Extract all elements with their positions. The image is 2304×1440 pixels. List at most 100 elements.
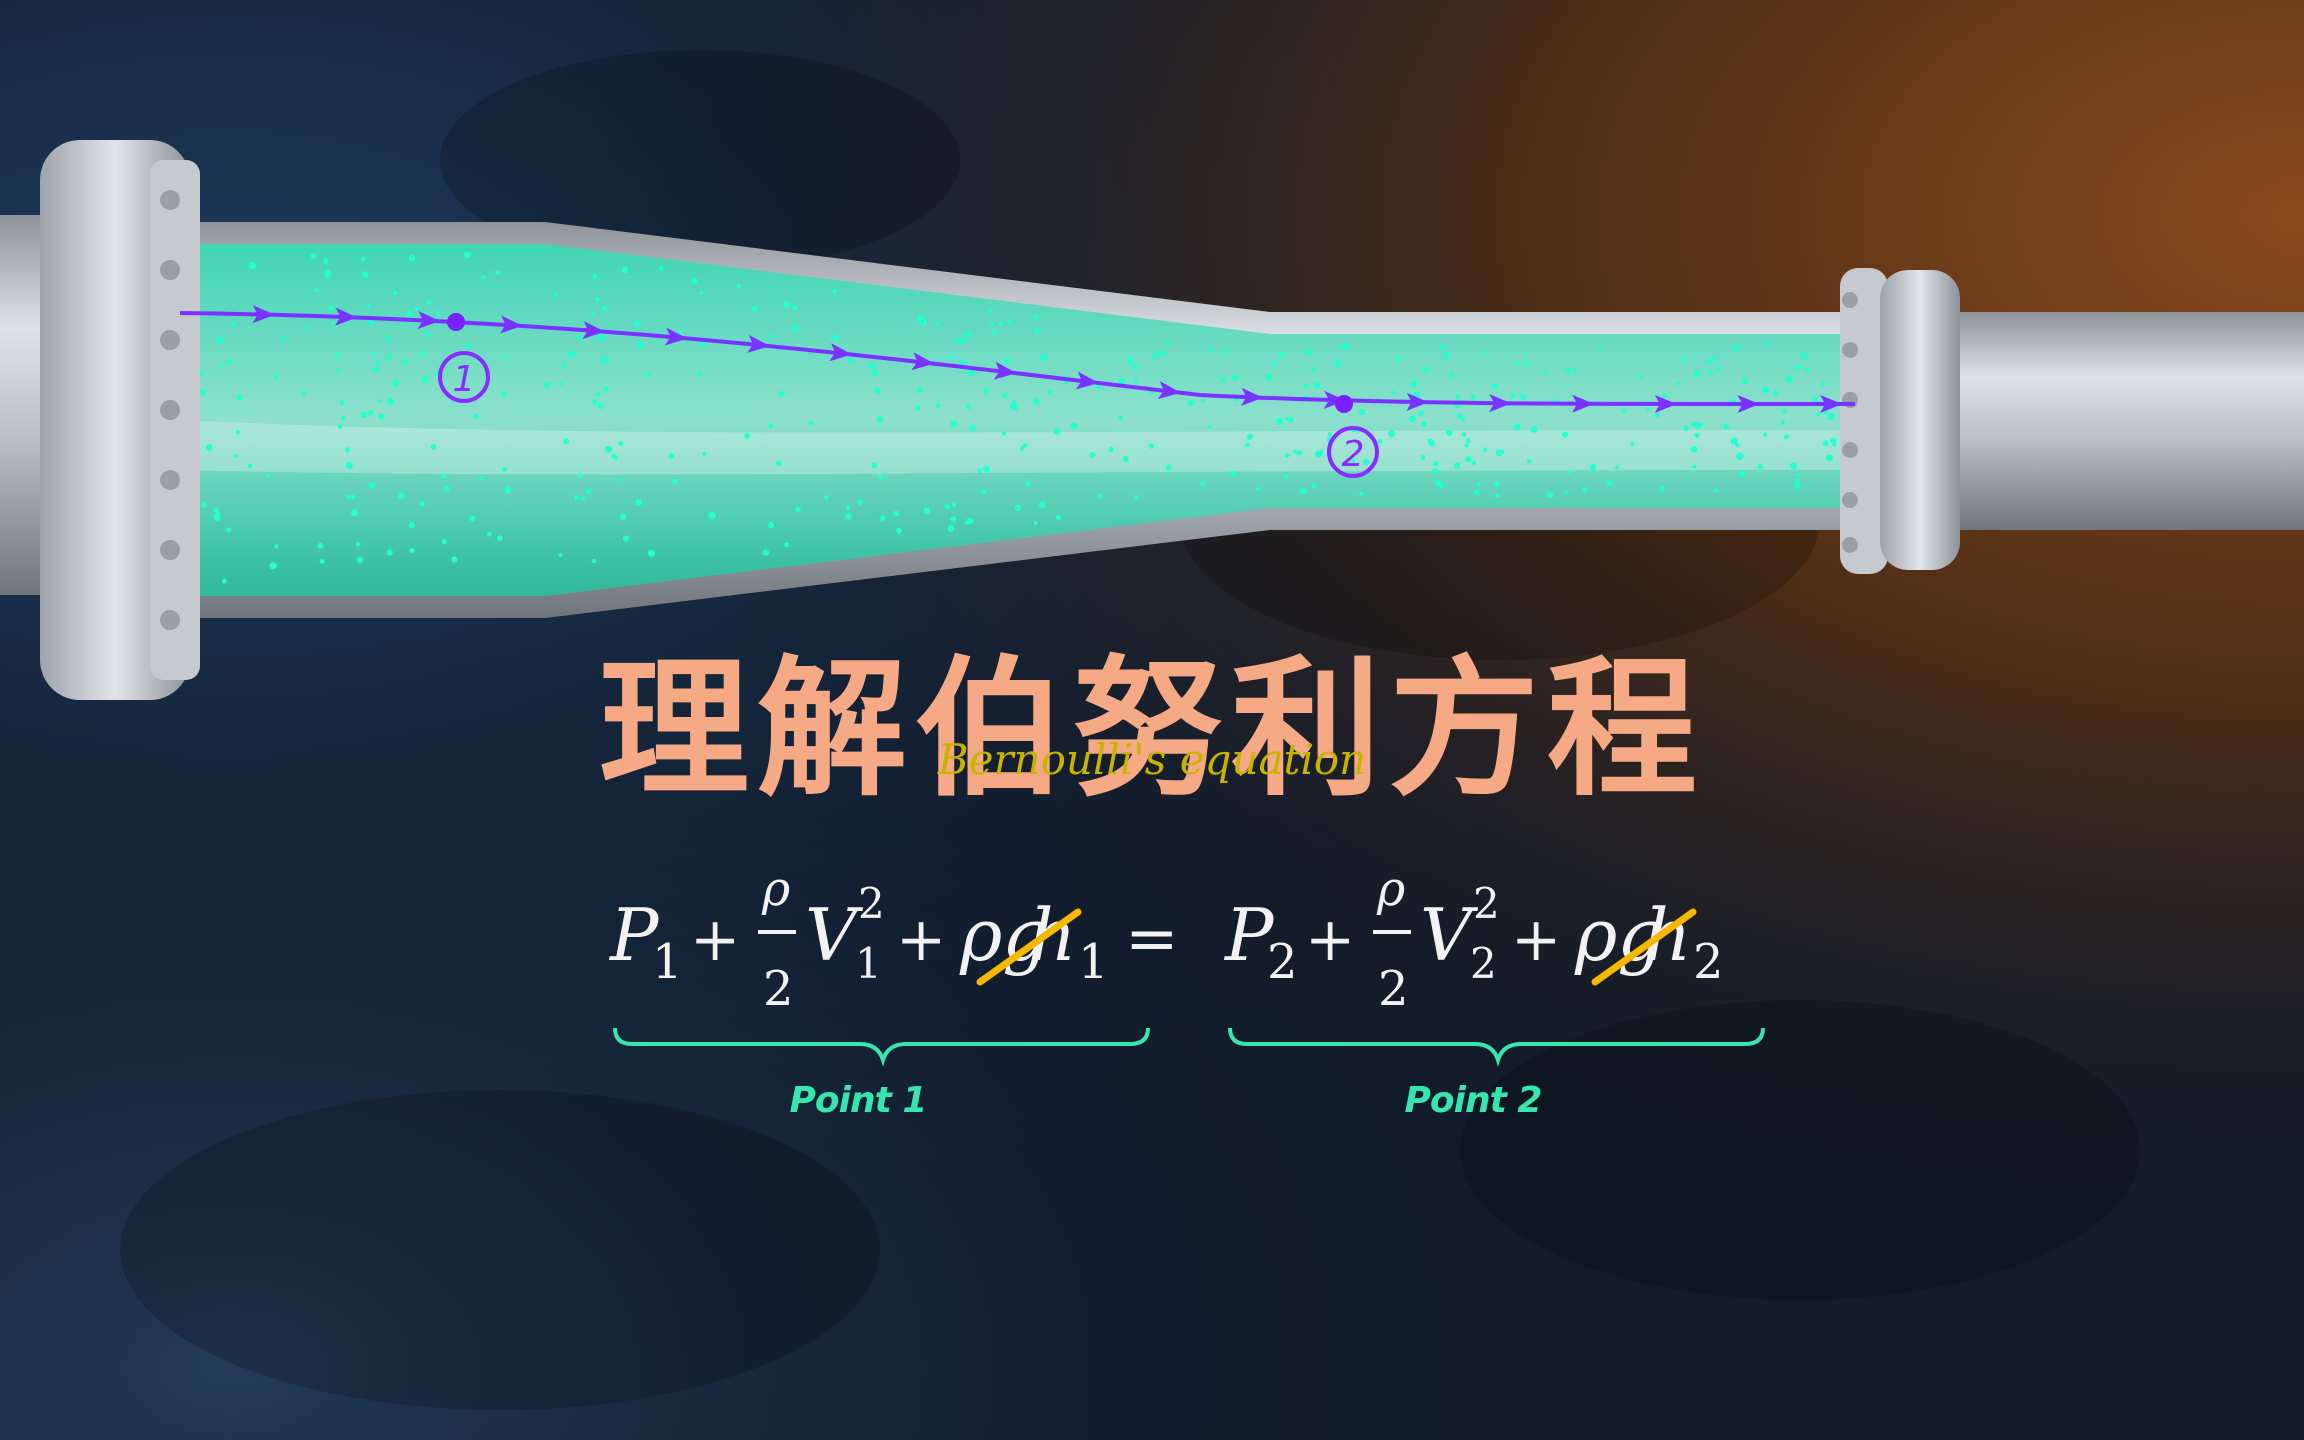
fluid-particle: [345, 461, 353, 469]
fluid-particle: [408, 255, 416, 262]
fluid-particle: [248, 262, 256, 270]
fluid-particle: [558, 553, 563, 558]
fluid-particle: [333, 352, 340, 358]
fluid-particle: [792, 304, 798, 311]
fluid-particle: [1692, 464, 1697, 469]
fluid-particle: [1543, 370, 1548, 375]
fluid-particle: [874, 387, 881, 395]
eq-right-P-sub: 2: [1267, 934, 1298, 990]
fluid-particle: [1340, 344, 1347, 350]
fluid-particle: [577, 473, 583, 478]
fluid-particle: [1461, 432, 1467, 437]
fluid-particle: [1655, 413, 1660, 418]
fluid-particle: [1230, 470, 1237, 477]
fluid-particle: [795, 506, 801, 512]
fluid-particle: [778, 390, 786, 397]
fluid-particle: [1420, 455, 1426, 460]
fluid-particle: [868, 362, 876, 370]
fluid-particle: [409, 548, 415, 553]
fluid-particle: [481, 275, 486, 280]
fluid-particle: [1151, 353, 1158, 359]
streamline-arrow: [417, 311, 440, 330]
fluid-particle: [387, 398, 394, 405]
fluid-particle: [385, 335, 391, 342]
fluid-particle: [768, 333, 774, 339]
point-1-marker: [438, 351, 490, 403]
fluid-particle: [1200, 398, 1205, 403]
fluid-particle: [317, 542, 324, 549]
fluid-particle: [969, 425, 976, 432]
fluid-particle: [1811, 396, 1819, 403]
fluid-particle: [1299, 487, 1307, 495]
fluid-particle: [576, 335, 583, 341]
streamline-arrow: [1323, 390, 1346, 409]
fluid-particle: [1738, 470, 1746, 478]
fluid-particle: [1683, 425, 1689, 432]
fluid-particle: [1358, 408, 1366, 416]
fluid-particle: [1148, 443, 1155, 449]
fluid-particle: [430, 444, 437, 450]
fluid-particle: [1003, 358, 1010, 364]
fluid-particle: [832, 289, 837, 294]
fluid-particle: [1055, 514, 1061, 520]
fluid-particle: [1327, 432, 1332, 437]
fluid-particle: [603, 386, 609, 392]
fluid-particle: [1730, 437, 1738, 445]
eq-plus: +: [896, 905, 946, 975]
fluid-particle: [1025, 481, 1032, 487]
fluid-particle: [1456, 413, 1463, 419]
fluid-particle: [1465, 456, 1472, 463]
fluid-particle: [377, 398, 382, 403]
fluid-particle: [464, 251, 471, 259]
fluid-particle: [950, 420, 958, 428]
fluid-particle: [1165, 464, 1172, 471]
fluid-particle: [266, 473, 271, 479]
fluid-particle: [1589, 464, 1597, 471]
fluid-particle: [955, 338, 961, 344]
fluid-particle: [274, 544, 279, 549]
fluid-particle: [1449, 372, 1455, 378]
fluid-particle: [1723, 423, 1730, 430]
fluid-particle: [1439, 344, 1446, 350]
fluid-particle: [345, 495, 351, 500]
fluid-particle: [998, 321, 1004, 327]
fluid-particle: [672, 478, 679, 485]
fluid-particle: [553, 292, 559, 297]
fluid-particle: [425, 331, 431, 338]
fluid-particle: [1757, 463, 1764, 470]
fluid-particle: [421, 375, 429, 383]
fluid-particle: [544, 381, 551, 388]
fluid-particle: [1422, 366, 1429, 373]
streamline-arrow: [252, 305, 275, 324]
fluid-particle: [1089, 452, 1096, 458]
fluid-particle: [691, 278, 698, 285]
fluid-particle: [374, 360, 380, 366]
fluid-particle: [487, 531, 492, 537]
fluid-particle: [1565, 367, 1571, 374]
fluid-particle: [1220, 376, 1226, 383]
fluid-particle: [1001, 431, 1007, 436]
fluid-particle: [1007, 320, 1013, 325]
streamline-arrow: [1240, 387, 1264, 406]
fluid-particle: [337, 424, 343, 429]
fluid-particle: [1598, 345, 1603, 350]
fluid-particle: [983, 465, 990, 473]
fluid-particle: [1246, 433, 1254, 440]
fluid-particle: [355, 541, 361, 547]
fluid-particle: [845, 505, 851, 510]
fluid-particle: [744, 433, 750, 439]
streamline-arrow: [993, 361, 1017, 380]
venturi-pipe-diagram: 1 2: [0, 140, 2304, 700]
fluid-particle: [1675, 381, 1680, 386]
fluid-particle: [360, 411, 368, 419]
eq-right-rho: ρ: [1376, 861, 1405, 917]
fluid-particle: [983, 387, 989, 394]
fluid-particle: [1713, 355, 1718, 361]
fluid-particle: [1047, 390, 1053, 395]
streamline-arrows: [252, 305, 1843, 413]
fluid-particle: [1187, 399, 1195, 407]
fluid-particle: [1482, 350, 1487, 355]
fluid-particle: [214, 515, 221, 522]
fluid-particle: [330, 321, 336, 327]
page-title: 理解伯努利方程: [598, 643, 1705, 817]
